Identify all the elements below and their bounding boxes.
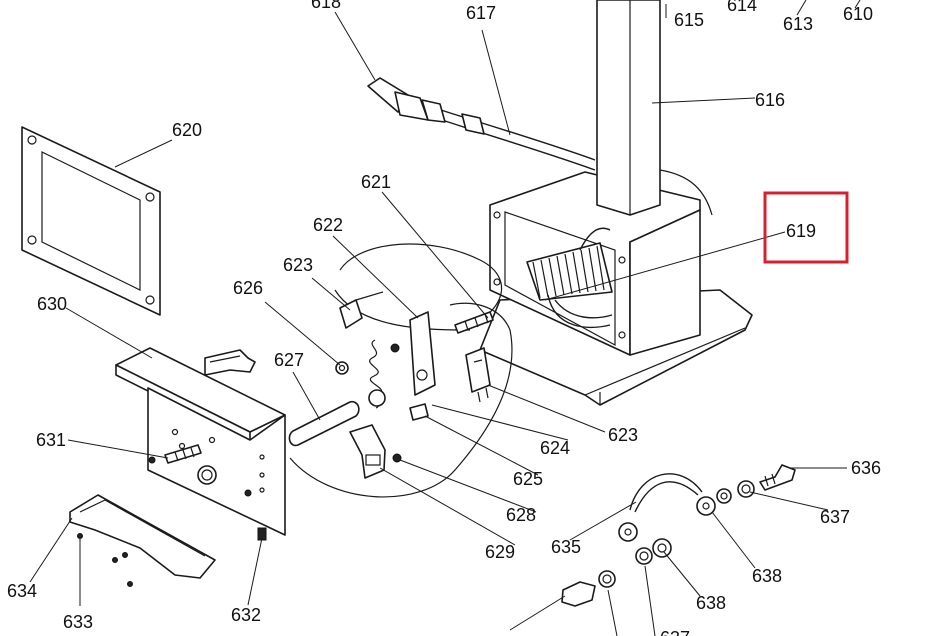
callout-634: 634 bbox=[7, 581, 37, 601]
callout-619: 619 bbox=[786, 221, 816, 241]
callout-620: 620 bbox=[172, 120, 202, 140]
callout-627: 627 bbox=[274, 350, 304, 370]
screw-631 bbox=[164, 444, 202, 464]
switch-assembly bbox=[204, 243, 513, 498]
callout-623-left: 623 bbox=[283, 255, 313, 275]
callout-629: 629 bbox=[485, 542, 515, 562]
ground-strap-hardware bbox=[561, 464, 796, 607]
callout-636: 636 bbox=[851, 458, 881, 478]
callout-624: 624 bbox=[540, 438, 570, 458]
callout-631: 631 bbox=[36, 430, 66, 450]
callout-630: 630 bbox=[37, 294, 67, 314]
lever-handle bbox=[69, 494, 216, 587]
callout-638-lower: 638 bbox=[696, 593, 726, 613]
callout-638-right: 638 bbox=[752, 566, 782, 586]
callout-616: 616 bbox=[755, 90, 785, 110]
callout-614: 614 bbox=[727, 0, 757, 15]
callout-625: 625 bbox=[513, 469, 543, 489]
callout-635: 635 bbox=[551, 537, 581, 557]
callout-610: 610 bbox=[843, 4, 873, 24]
callout-617: 617 bbox=[466, 3, 496, 23]
junction-box bbox=[489, 171, 701, 356]
leader-lines bbox=[29, 0, 861, 636]
callout-labels: 618 617 615 614 613 610 616 620 621 622 … bbox=[7, 0, 881, 636]
callout-613: 613 bbox=[783, 14, 813, 34]
callout-628: 628 bbox=[506, 505, 536, 525]
callout-632: 632 bbox=[231, 605, 261, 625]
highlight-box-619 bbox=[763, 191, 849, 264]
mounting-bracket bbox=[115, 347, 286, 536]
callout-633: 633 bbox=[63, 612, 93, 632]
cable-with-connector bbox=[367, 77, 596, 171]
callout-626: 626 bbox=[233, 278, 263, 298]
callout-637: 637 bbox=[820, 507, 850, 527]
callout-623-right: 623 bbox=[608, 425, 638, 445]
callout-637-lower: 637 bbox=[660, 628, 690, 636]
callout-615: 615 bbox=[674, 10, 704, 30]
callout-621: 621 bbox=[361, 172, 391, 192]
column-post bbox=[596, 0, 713, 216]
callout-622: 622 bbox=[313, 215, 343, 235]
callout-618: 618 bbox=[311, 0, 341, 12]
gasket-plate bbox=[21, 126, 161, 316]
